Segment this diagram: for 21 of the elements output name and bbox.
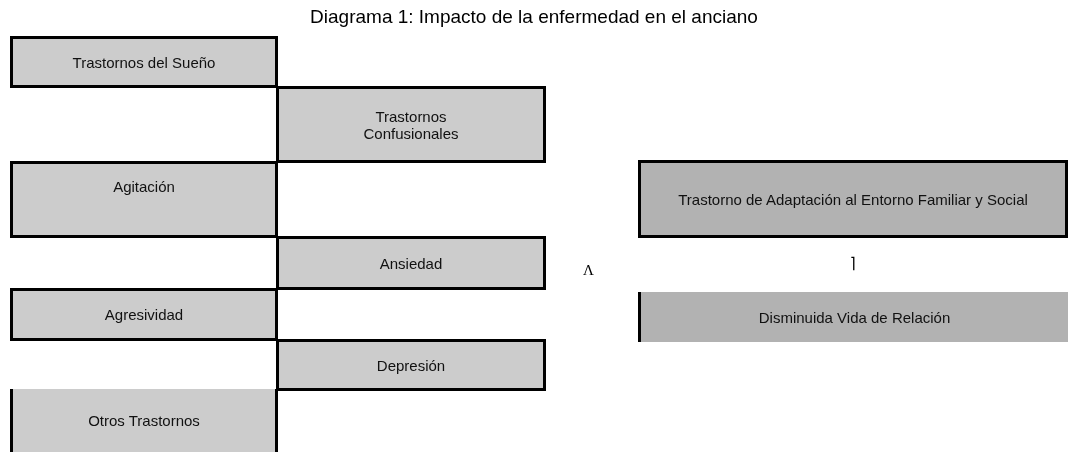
symbol-text: Λ — [583, 262, 594, 279]
category-box — [10, 36, 278, 88]
category-box — [276, 339, 546, 391]
category-box — [276, 86, 546, 163]
category-box — [10, 389, 278, 452]
category-box — [10, 288, 278, 341]
box-label: Otros Trastornos — [88, 412, 200, 429]
category-box — [638, 292, 1068, 342]
box-label: Agitación — [113, 178, 175, 195]
box-label: Trastornos del Sueño — [72, 53, 216, 71]
category-box — [276, 236, 546, 290]
category-box — [10, 161, 278, 238]
category-box — [638, 160, 1068, 238]
box-label: Trastornos Confusionales — [362, 107, 460, 142]
diagram-title: Diagrama 1: Impacto de la enfermedad en el anciano — [309, 6, 759, 28]
box-label: Ansiedad — [379, 254, 443, 272]
symbol-text: ⌉ — [850, 254, 856, 272]
box-label: Trastorno de Adaptación al Entorno Familiar y Social — [678, 190, 1028, 208]
box-label: Agresividad — [104, 306, 184, 323]
box-label: Depresión — [376, 356, 446, 374]
box-label: Disminuida Vida de Relación — [758, 308, 951, 326]
